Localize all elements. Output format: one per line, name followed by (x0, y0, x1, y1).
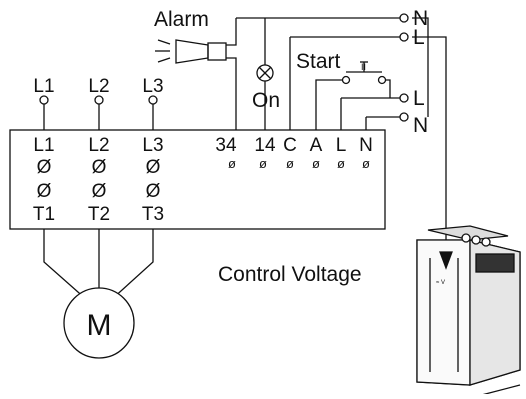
terminal-circle-l-right (399, 93, 409, 103)
start-wire-a (315, 79, 342, 130)
start-wire-right (386, 79, 391, 98)
control-screw-c: ø (286, 156, 294, 171)
alarm-horn-icon (155, 39, 227, 64)
motor-wires (43, 229, 154, 301)
supply-n-top-label: N (413, 7, 428, 30)
start-button-icon (341, 61, 387, 85)
motor-label: M (87, 309, 112, 342)
supply-l-top-label: L (413, 26, 425, 49)
load-terminal-t3: T3 (142, 204, 164, 225)
control-terminal-34: 34 (215, 135, 237, 156)
control-voltage-label: Control Voltage (218, 263, 362, 286)
module-arrow-icon (439, 251, 453, 270)
phase-input-l3: L3 (142, 76, 163, 97)
control-screw-n: ø (362, 156, 370, 171)
alarm-wire-n (226, 18, 237, 46)
terminal-circle-l-top (399, 32, 409, 42)
alarm-wire-34 (226, 57, 237, 130)
on-label: On (252, 89, 280, 112)
phase-input-l1: L1 (33, 76, 54, 97)
load-terminal-t1: T1 (33, 204, 55, 225)
control-terminal-n: N (359, 135, 373, 156)
alarm-label: Alarm (154, 8, 209, 31)
control-terminal-14: 14 (254, 135, 276, 156)
lamp-icon (256, 64, 274, 82)
phase-input-wires (39, 95, 158, 130)
control-screw-14: ø (259, 156, 267, 171)
line-screw-l3: Ø (146, 157, 161, 178)
start-label: Start (296, 50, 341, 73)
load-screw-t1: Ø (37, 181, 52, 202)
control-terminal-a: A (310, 135, 323, 156)
supply-l-right-label: L (413, 87, 425, 110)
line-screw-l2: Ø (92, 157, 107, 178)
starter-body (9, 129, 386, 230)
load-screw-t3: Ø (146, 181, 161, 202)
module-supply-n (412, 17, 429, 117)
control-terminal-c: C (283, 135, 297, 156)
control-terminal-l: L (336, 135, 347, 156)
line-screw-l1: Ø (37, 157, 52, 178)
control-screw-a: ø (312, 156, 320, 171)
load-terminal-t2: T2 (88, 204, 110, 225)
line-terminal-l1: L1 (33, 135, 54, 156)
module-mark-text: ≈ V (436, 280, 445, 286)
line-terminal-l2: L2 (88, 135, 109, 156)
control-screw-l: ø (337, 156, 345, 171)
terminal-circle-n-right (399, 112, 409, 122)
control-screw-34: ø (228, 156, 236, 171)
start-button-mark: II (361, 62, 366, 72)
load-screw-t2: Ø (92, 181, 107, 202)
terminal-circle-n-top (399, 13, 409, 23)
supply-n-right-label: N (413, 114, 428, 137)
phase-input-l2: L2 (88, 76, 109, 97)
line-terminal-l3: L3 (142, 135, 163, 156)
module-supply-l (412, 36, 447, 240)
motor-icon (63, 287, 135, 359)
control-voltage-module-icon (416, 225, 521, 399)
